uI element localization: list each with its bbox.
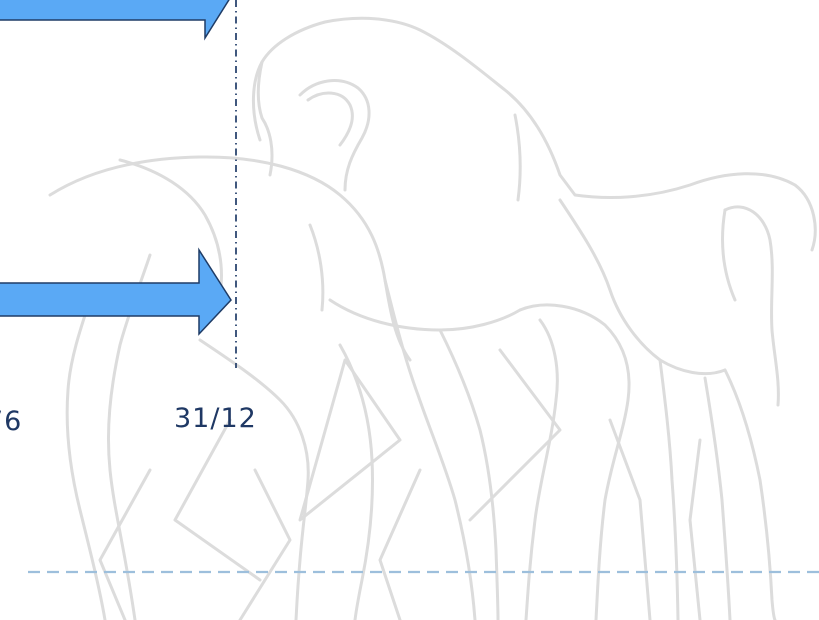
date-label-left: 76 — [0, 406, 23, 437]
date-label-right: 31/12 — [174, 403, 257, 434]
right-arrow-icon — [0, 247, 232, 336]
right-arrow-icon — [0, 0, 230, 41]
